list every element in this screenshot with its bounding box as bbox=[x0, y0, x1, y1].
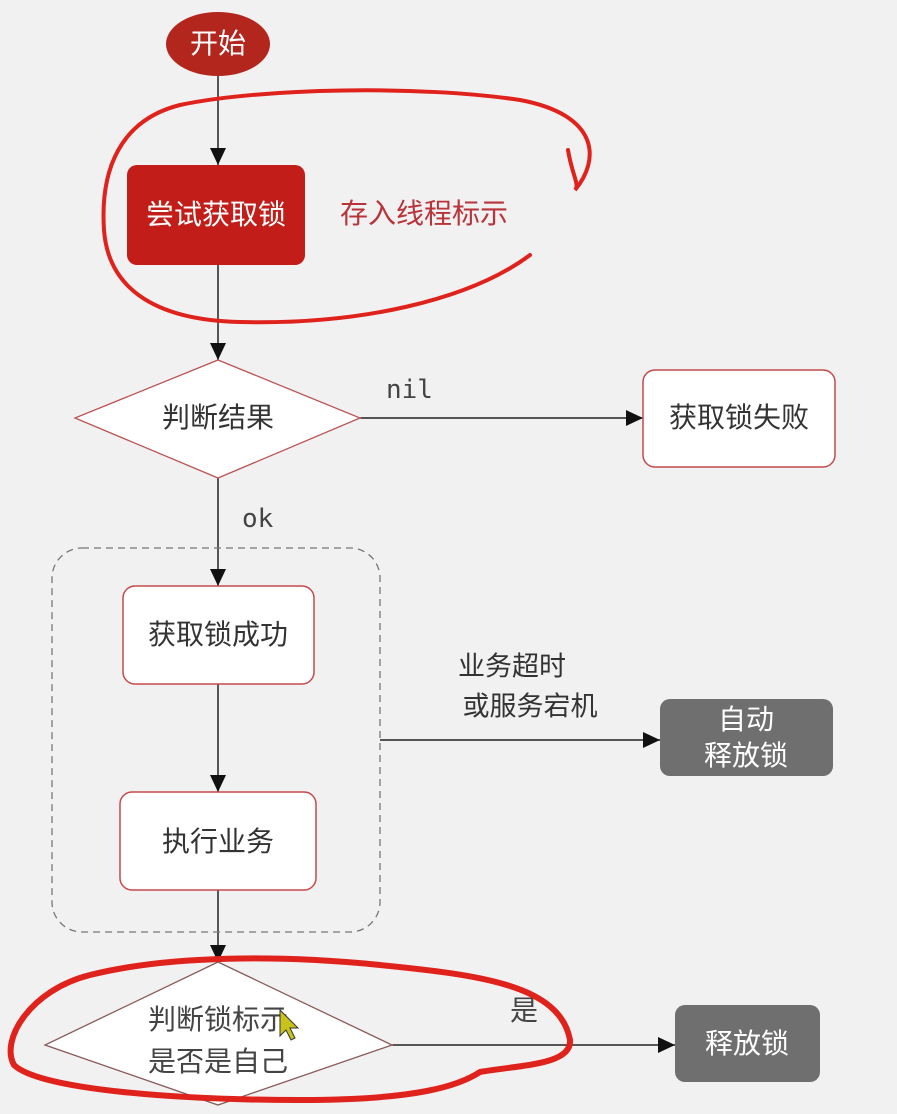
lock-failed-node bbox=[642, 369, 836, 468]
lock-held-group bbox=[51, 547, 381, 933]
edge-ok-label: ok bbox=[242, 504, 274, 534]
execute-business-label: 执行业务 bbox=[162, 825, 274, 858]
lock-success-node bbox=[122, 585, 315, 685]
annotation-circle-bottom bbox=[7, 955, 573, 1104]
store-thread-id-note: 存入线程标示 bbox=[340, 197, 508, 230]
release-lock-label: 释放锁 bbox=[705, 1027, 789, 1060]
release-lock-node bbox=[675, 1005, 820, 1082]
execute-business-node bbox=[119, 791, 317, 891]
timeout-label-line1: 业务超时 bbox=[458, 652, 566, 683]
lock-success-label: 获取锁成功 bbox=[148, 618, 288, 651]
judge-owner-node bbox=[43, 961, 394, 1106]
annotation-circle-top bbox=[101, 88, 592, 325]
lock-failed-label: 获取锁失败 bbox=[669, 401, 809, 434]
timeout-label-line2: 或服务宕机 bbox=[463, 692, 598, 723]
mouse-cursor-icon bbox=[279, 1008, 300, 1041]
auto-release-node bbox=[660, 699, 833, 776]
judge-result-label: 判断结果 bbox=[162, 401, 274, 434]
try-lock-node bbox=[127, 165, 305, 265]
start-label: 开始 bbox=[190, 27, 246, 60]
try-lock-label: 尝试获取锁 bbox=[146, 198, 286, 231]
judge-result-node bbox=[73, 359, 362, 479]
edge-yes-label: 是 bbox=[510, 994, 538, 1027]
judge-owner-line1: 判断锁标示 bbox=[148, 1003, 288, 1036]
judge-owner-line2: 是否是自己 bbox=[148, 1045, 288, 1078]
auto-release-line2: 释放锁 bbox=[704, 739, 788, 772]
auto-release-line1: 自动 bbox=[718, 703, 774, 736]
edge-nil-label: nil bbox=[386, 375, 433, 405]
start-node bbox=[166, 12, 270, 76]
